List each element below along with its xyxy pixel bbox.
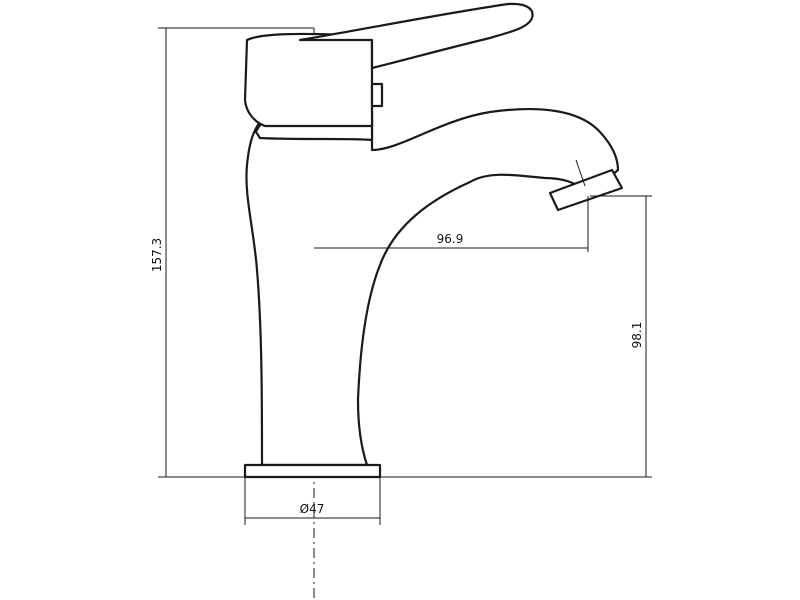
faucet-body [245,107,620,467]
dim-outlet-height-label: 98.1 [630,322,644,349]
dim-base-diameter-label: Ø47 [300,502,325,516]
handle-screw [370,82,384,108]
dim-total-height-label: 157.3 [150,238,164,272]
handle-block [243,32,374,128]
dim-spout-reach-label: 96.9 [437,232,464,246]
handle-lever [298,2,534,70]
nozzle-ring [575,159,586,187]
spout-nozzle [548,168,624,212]
base-plate [243,463,382,479]
